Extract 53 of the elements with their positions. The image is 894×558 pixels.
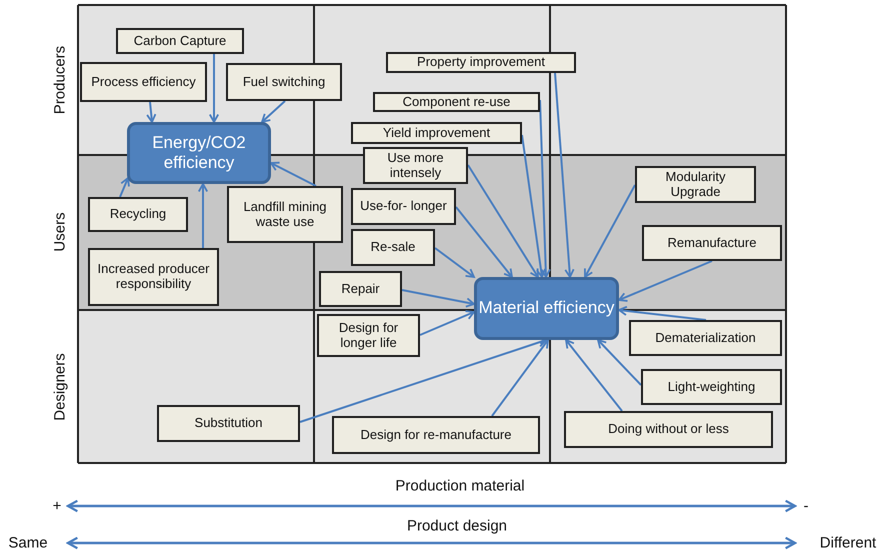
- goal-box: Energy/CO2 efficiency: [127, 122, 271, 184]
- strategy-box: Component re-use: [373, 92, 540, 112]
- arrow: [434, 247, 475, 278]
- arrow: [270, 162, 316, 187]
- arrow: [300, 338, 547, 423]
- strategy-box: Light-weighting: [641, 369, 782, 405]
- arrow: [146, 102, 156, 123]
- arrow: [420, 310, 475, 336]
- scale-end-label: Different: [820, 534, 876, 552]
- strategy-box: Repair: [319, 271, 402, 307]
- strategy-box: Use more intensely: [363, 147, 468, 184]
- row-label: Designers: [52, 353, 68, 421]
- arrow: [467, 164, 539, 278]
- arrow: [402, 289, 475, 308]
- arrow: [584, 184, 636, 278]
- strategy-box: Remanufacture: [642, 225, 782, 261]
- strategy-box: Recycling: [88, 197, 188, 232]
- strategy-box: Fuel switching: [226, 63, 342, 101]
- arrow: [539, 100, 551, 278]
- goal-box: Material efficiency: [474, 277, 619, 340]
- arrow: [208, 54, 220, 123]
- strategy-box: Use-for- longer: [351, 188, 456, 225]
- strategy-box: Yield improvement: [351, 122, 522, 144]
- strategy-box: Dematerialization: [629, 320, 782, 356]
- arrow: [618, 260, 712, 302]
- arrow: [491, 339, 549, 417]
- arrow: [597, 339, 642, 386]
- arrow: [554, 72, 575, 278]
- strategy-box: Design for longer life: [317, 314, 420, 357]
- arrow: [565, 339, 623, 412]
- strategy-box: Process efficiency: [80, 62, 207, 102]
- strategy-box: Modularity Upgrade: [635, 166, 756, 203]
- strategy-box: Design for re-manufacture: [332, 416, 540, 454]
- arrow: [521, 134, 546, 278]
- strategy-box: Property improvement: [386, 52, 576, 73]
- scale-end-label: Same: [8, 534, 48, 552]
- scale-sign: +: [52, 498, 62, 514]
- arrow: [455, 206, 513, 278]
- strategy-box: Landfill mining waste use: [227, 186, 343, 243]
- scale-sign: -: [804, 498, 808, 514]
- arrow: [618, 306, 706, 321]
- strategy-box: Substitution: [157, 405, 300, 442]
- arrow: [119, 177, 130, 198]
- strategy-box: Carbon Capture: [116, 28, 244, 54]
- arrow: [198, 183, 208, 248]
- arrow: [261, 100, 286, 123]
- axis-label: Product design: [406, 518, 508, 534]
- axis-label: Production material: [395, 478, 525, 494]
- strategy-box: Re-sale: [351, 229, 435, 266]
- strategy-box: Doing without or less: [564, 411, 773, 448]
- strategy-box: Increased producer responsibility: [88, 248, 219, 306]
- row-label: Producers: [52, 46, 68, 114]
- row-label: Users: [52, 212, 68, 252]
